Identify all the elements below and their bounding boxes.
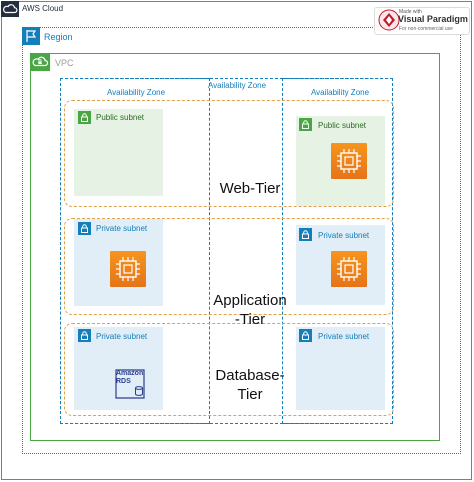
subnet-label: Private subnet [96,224,148,233]
vpc-container [30,53,440,441]
subnet-label: Private subnet [96,332,148,341]
lock-icon [78,329,91,342]
database-tier-label: Database- Tier [215,367,285,403]
availability-zone-label: Availability Zone [106,88,166,97]
web-tier-group [64,100,394,207]
subnet-label: Public subnet [96,113,145,122]
availability-zone-3 [282,78,393,424]
rds-icon-text: Amazon RDS [116,370,143,386]
vpc-cloud-icon [30,53,50,71]
tier-label: Database- Tier [200,347,300,404]
subnet-label: Private subnet [318,332,370,341]
vpc-label: VPC [55,58,74,68]
visual-paradigm-logo-icon [378,9,400,31]
ec2-instance-icon [331,251,367,287]
cloud-icon [1,1,19,17]
application-tier-label: Application -Tier [213,292,287,328]
subnet-label: Private subnet [318,231,370,240]
flag-icon [22,27,40,45]
tier-label: Application -Tier [200,272,300,329]
lock-icon [78,222,91,235]
watermark-name: Visual Paradigm [398,14,468,24]
region-container [22,27,461,454]
subnet-label: Public subnet [318,121,367,130]
availability-zone-label: Availability Zone [207,81,267,90]
lock-icon [299,329,312,342]
availability-zone-label: Availability Zone [310,88,370,97]
lock-icon [299,118,312,131]
lock-icon [299,228,312,241]
web-tier-label: Web-Tier [219,180,281,197]
lock-icon [78,111,91,124]
rds-line-1: Amazon [116,370,144,377]
rds-line-2: RDS [116,378,131,385]
tier-label: Web-Tier [200,179,300,198]
application-tier-group [64,218,394,315]
watermark-made-with: Made with [399,9,422,15]
ec2-instance-icon [110,251,146,287]
rds-database-icon [114,368,146,400]
watermark-sub: For non-commercial use [399,26,453,32]
ec2-instance-icon [331,143,367,179]
database-tier-group [64,323,394,416]
region-label: Region [44,32,73,42]
aws-cloud-label: AWS Cloud [22,4,64,13]
